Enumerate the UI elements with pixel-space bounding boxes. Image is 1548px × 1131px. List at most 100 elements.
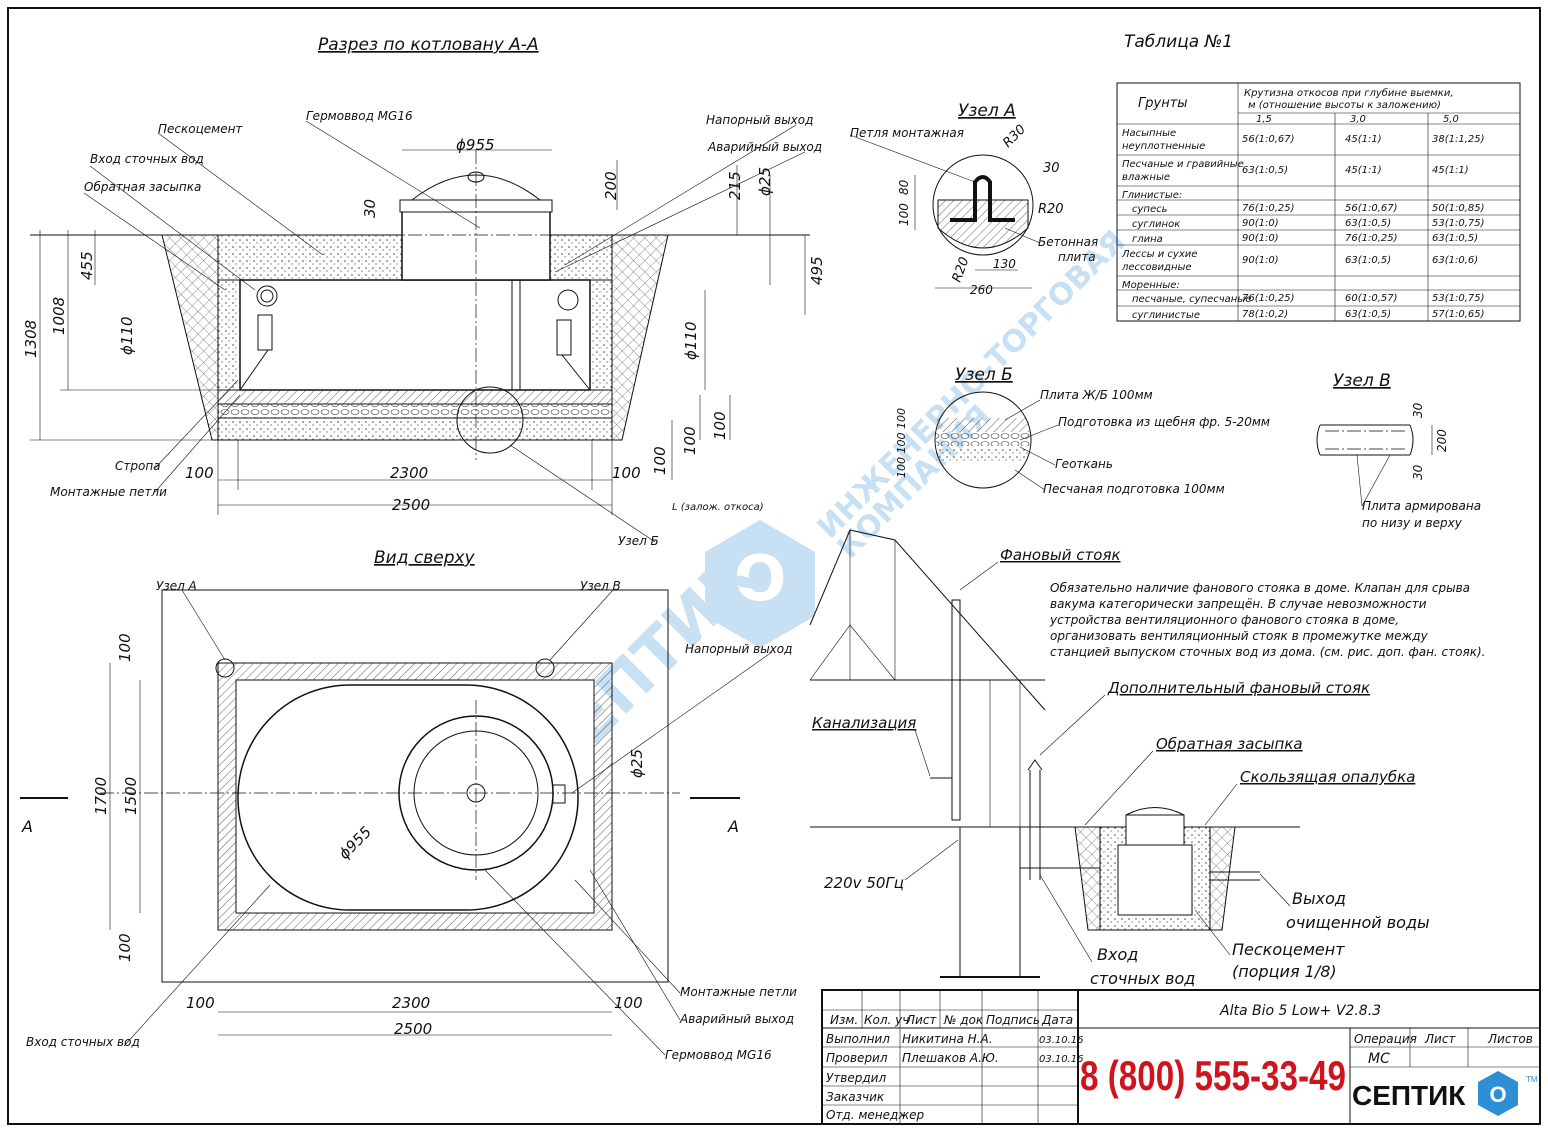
nodeA-d30: 30 bbox=[1043, 161, 1060, 176]
scheme-zasypka: Обратная засыпка bbox=[1156, 735, 1303, 753]
stamp-r1d: 03.10.16 bbox=[1039, 1035, 1084, 1046]
stamp-kol: Кол. уч bbox=[864, 1013, 909, 1027]
top-A-left: А bbox=[21, 817, 33, 836]
nodeB-dims: 100 100 100 bbox=[895, 408, 908, 478]
nodeB-title: Узел Б bbox=[955, 365, 1013, 385]
dim-d25: ϕ25 bbox=[756, 167, 774, 196]
dim-slope: L (залож. откоса) bbox=[672, 502, 764, 513]
table-cell: 78(1:0,2) bbox=[1242, 309, 1288, 320]
dim-2300: 2300 bbox=[390, 464, 428, 482]
stamp-product: Alta Bio 5 Low+ V2.8.3 bbox=[1219, 1003, 1381, 1019]
scheme-kanal: Канализация bbox=[812, 714, 916, 732]
table-row-name: Моренные: bbox=[1122, 280, 1180, 291]
nodeB-l1: Плита Ж/Б 100мм bbox=[1040, 388, 1153, 402]
table-cell: 57(1:0,65) bbox=[1432, 309, 1485, 320]
nodeA-petlya: Петля монтажная bbox=[850, 126, 964, 140]
stamp-brand: СЕПТИК bbox=[1352, 1080, 1466, 1111]
top-label-uzelA: Узел А bbox=[156, 579, 197, 593]
top-label-avar: Аварийный выход bbox=[679, 1012, 794, 1026]
label-peskocement: Пескоцемент bbox=[158, 122, 243, 136]
note-line: вакума категорически запрещён. В случае … bbox=[1050, 597, 1427, 611]
watermark-o: О bbox=[734, 542, 787, 615]
table-cell: 90(1:0) bbox=[1242, 218, 1279, 229]
stamp-tm: TM bbox=[1526, 1075, 1538, 1084]
table-row-name: суглинок bbox=[1132, 219, 1180, 230]
table-cell: 45(1:1) bbox=[1432, 165, 1469, 176]
table-row-name: лессовидные bbox=[1121, 262, 1192, 273]
stamp-ndok: № док bbox=[943, 1013, 984, 1027]
dim-200: 200 bbox=[602, 171, 620, 200]
nodeA-r20b: R20 bbox=[950, 255, 973, 284]
table-depth: 5,0 bbox=[1443, 114, 1459, 125]
table-cell: 90(1:0) bbox=[1242, 255, 1279, 266]
scheme-dopfan: Дополнительный фановый стояк bbox=[1107, 679, 1370, 697]
brand-hex-icon bbox=[1478, 1071, 1518, 1116]
scheme-note: Обязательно наличие фанового стояка в до… bbox=[1049, 581, 1485, 659]
stamp-r2: Проверил bbox=[826, 1051, 888, 1065]
scheme-opalubka: Скользящая опалубка bbox=[1240, 768, 1415, 786]
table-cell: 63(1:0,5) bbox=[1345, 218, 1391, 229]
dim-d955: ϕ955 bbox=[456, 136, 495, 154]
stamp-r4: Заказчик bbox=[826, 1090, 885, 1104]
top-label-petli: Монтажные петли bbox=[680, 985, 797, 999]
scheme-vyhod1: Выход bbox=[1292, 889, 1346, 908]
nodeV-l2: по низу и верху bbox=[1362, 516, 1463, 530]
table-cell: 56(1:0,67) bbox=[1345, 203, 1398, 214]
dim-h100r: 100 bbox=[612, 464, 641, 482]
label-stropa: Стропа bbox=[115, 459, 161, 473]
stamp-brand-o: О bbox=[1489, 1082, 1506, 1107]
title-block: Изм. Кол. уч Лист № док Подпись Дата Вып… bbox=[821, 989, 1541, 1125]
nodeB-l2: Подготовка из щебня фр. 5-20мм bbox=[1058, 415, 1270, 429]
node-a: Узел А Петля монтажная Бетонная плита R3… bbox=[849, 101, 1098, 297]
nodeB-l3: Геоткань bbox=[1055, 457, 1113, 471]
nodeB-l4: Песчаная подготовка 100мм bbox=[1043, 482, 1225, 496]
nodeV-title: Узел В bbox=[1333, 371, 1391, 391]
table-title: Таблица №1 bbox=[1124, 32, 1233, 52]
dim-495: 495 bbox=[808, 256, 826, 285]
table-row-name: глина bbox=[1132, 234, 1163, 245]
dim-100b: 100 bbox=[681, 426, 699, 455]
nodeV-d200: 200 bbox=[1435, 429, 1449, 452]
note-line: станцией выпуском сточных вод из дома. (… bbox=[1050, 645, 1485, 659]
table-row-name: Лессы и сухие bbox=[1121, 249, 1197, 260]
table-cell: 63(1:0,5) bbox=[1242, 165, 1288, 176]
top-dim-1500: 1500 bbox=[122, 777, 140, 815]
stamp-data: Дата bbox=[1041, 1013, 1073, 1027]
table-cell: 63(1:0,6) bbox=[1432, 255, 1478, 266]
top-view: Вид сверху А А 100 100 1700 1500 ϕ25 ϕ95… bbox=[20, 548, 797, 1062]
table-row-name: Насыпные bbox=[1122, 128, 1176, 139]
stamp-izm: Изм. bbox=[830, 1013, 858, 1027]
stamp-mc: МС bbox=[1368, 1051, 1390, 1067]
table-row-name: Песчаные и гравийные bbox=[1122, 159, 1244, 170]
node-b: Узел Б Плита Ж/Б 100мм Подготовка из щеб… bbox=[895, 365, 1270, 496]
top-label-uzelV: Узел В bbox=[580, 579, 621, 593]
section-title: Разрез по котловану А-А bbox=[318, 35, 539, 55]
scheme-vhod2: сточных вод bbox=[1090, 969, 1195, 988]
table-hdr2: м (отношение высоты к заложению) bbox=[1248, 100, 1441, 111]
dim-1308: 1308 bbox=[22, 320, 40, 358]
top-dim-100t: 100 bbox=[116, 633, 134, 662]
stamp-list: Лист bbox=[905, 1013, 937, 1027]
dim-d110a: ϕ110 bbox=[118, 316, 136, 355]
dim-30: 30 bbox=[361, 199, 379, 218]
dim-d110b: ϕ110 bbox=[682, 321, 700, 360]
label-petli: Монтажные петли bbox=[50, 485, 167, 499]
table-cell: 45(1:1) bbox=[1345, 134, 1382, 145]
top-dim-2300: 2300 bbox=[392, 994, 430, 1012]
table-row-name: неуплотненные bbox=[1122, 141, 1205, 152]
nodeA-r20a: R20 bbox=[1038, 202, 1064, 217]
nodeV-d30a: 30 bbox=[1411, 402, 1425, 418]
table-row-name: песчаные, супесчаные bbox=[1132, 294, 1251, 305]
nodeV-l1: Плита армирована bbox=[1362, 499, 1481, 513]
label-avar: Аварийный выход bbox=[707, 140, 822, 154]
table-cell: 63(1:0,5) bbox=[1345, 309, 1391, 320]
stamp-r1n: Никитина Н.А. bbox=[902, 1032, 993, 1046]
table-depth: 1,5 bbox=[1256, 114, 1272, 125]
nodeA-r30: R30 bbox=[1000, 122, 1029, 151]
scheme-power: 220v 50Гц bbox=[824, 874, 904, 892]
house-scheme: Фановый стояк Обязательно наличие фаново… bbox=[809, 529, 1485, 988]
table-cell: 50(1:0,85) bbox=[1432, 203, 1485, 214]
top-label-vhod: Вход сточных вод bbox=[26, 1035, 140, 1049]
